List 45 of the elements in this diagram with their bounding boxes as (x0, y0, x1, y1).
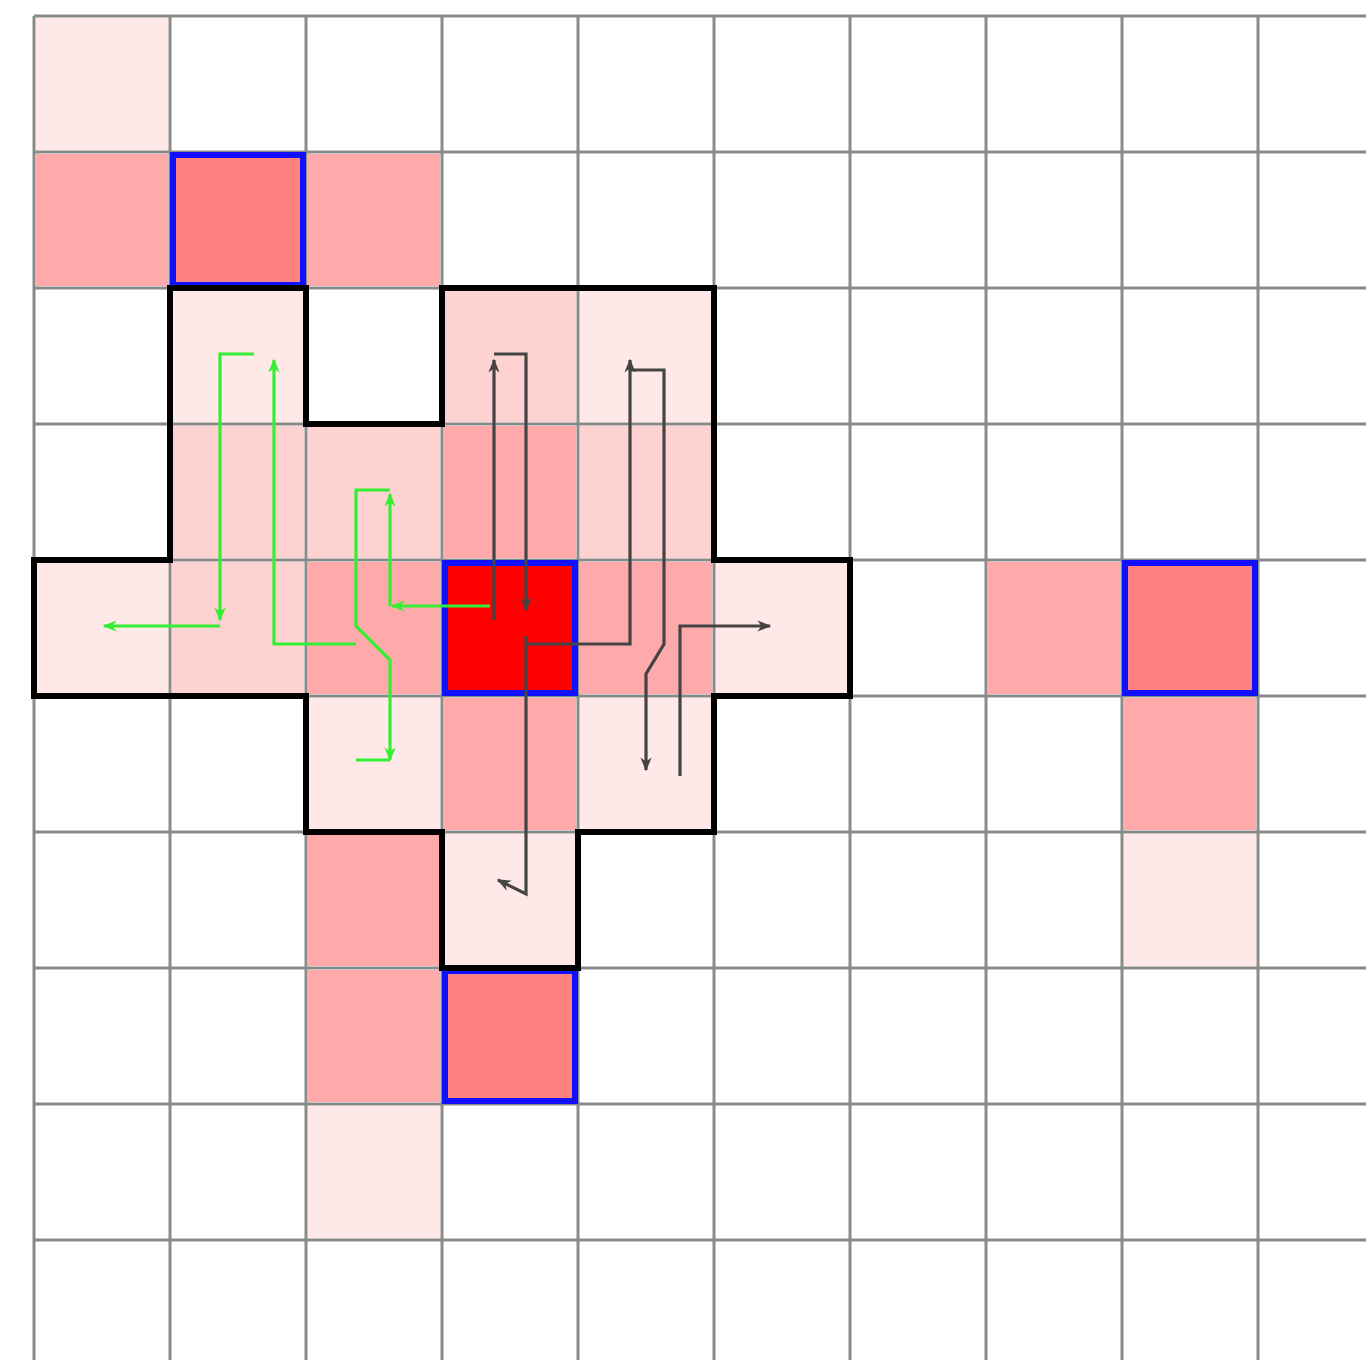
shaded-cell (444, 834, 576, 966)
shaded-cell (308, 1106, 440, 1238)
arrow (390, 600, 490, 612)
arrow (102, 620, 220, 632)
shaded-cell (172, 426, 304, 558)
arrow (214, 426, 226, 622)
shaded-cell (36, 18, 168, 150)
shaded-cell (308, 426, 440, 558)
shaded-cell (36, 562, 168, 694)
shaded-cell (172, 290, 304, 422)
shaded-cell (308, 698, 440, 830)
arrow (494, 352, 528, 426)
shaded-cell (580, 290, 712, 422)
shaded-cell (580, 426, 712, 558)
shaded-cell (308, 154, 440, 286)
shaded-cell (308, 834, 440, 966)
shaded-cell (172, 562, 304, 694)
shaded-cell (1124, 834, 1256, 966)
arrow (354, 562, 396, 762)
arrow (496, 698, 528, 897)
arrow (268, 358, 280, 558)
shaded-cell (444, 426, 576, 558)
arrow (678, 620, 772, 694)
shaded-cell (444, 698, 576, 830)
arrow (520, 426, 532, 612)
arrow (488, 358, 500, 558)
shaded-cell (1122, 560, 1258, 696)
shaded-cell (580, 562, 712, 694)
shaded-cell (442, 560, 578, 696)
arrow (624, 358, 636, 558)
shaded-cell (36, 154, 168, 286)
shaded-cell (308, 970, 440, 1102)
shaded-cell (444, 290, 576, 422)
arrow (640, 562, 666, 772)
arrow (218, 352, 254, 426)
arrow (630, 368, 666, 426)
shaded-cell (1124, 698, 1256, 830)
arrow (354, 488, 390, 562)
shaded-cell (716, 562, 848, 694)
shaded-cell (988, 562, 1120, 694)
shaded-cell (170, 152, 306, 288)
shaded-cell (308, 562, 440, 694)
arrow (384, 492, 396, 606)
shaded-cell (442, 968, 578, 1104)
shaded-cell (580, 698, 712, 830)
